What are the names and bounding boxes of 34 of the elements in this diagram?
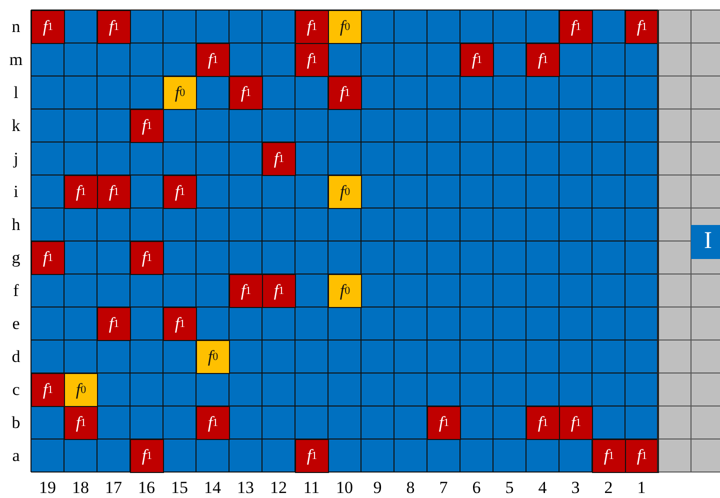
row-label: a xyxy=(11,446,21,466)
column-label: 12 xyxy=(269,478,288,498)
column-label: 6 xyxy=(471,478,482,498)
column-label: 11 xyxy=(302,478,321,498)
column-label: 3 xyxy=(570,478,581,498)
row-label: m xyxy=(8,50,24,70)
row-label: d xyxy=(10,347,22,367)
column-label: 5 xyxy=(504,478,515,498)
column-label: 8 xyxy=(405,478,416,498)
row-label: l xyxy=(12,83,20,103)
row-label: c xyxy=(11,380,21,400)
column-label: 18 xyxy=(71,478,90,498)
column-label: 4 xyxy=(537,478,548,498)
column-label: 16 xyxy=(137,478,156,498)
column-label: 2 xyxy=(603,478,614,498)
column-label: 13 xyxy=(236,478,255,498)
row-label: i xyxy=(12,182,20,202)
row-label: g xyxy=(10,248,22,268)
marker-tag: I xyxy=(691,224,720,258)
column-label: 9 xyxy=(372,478,383,498)
column-label: 10 xyxy=(335,478,354,498)
row-label: n xyxy=(10,17,22,37)
column-label: 17 xyxy=(104,478,123,498)
row-label: e xyxy=(11,314,21,334)
row-label: h xyxy=(10,215,22,235)
row-label: k xyxy=(10,116,22,136)
column-label: 14 xyxy=(203,478,222,498)
row-label: j xyxy=(12,149,20,169)
row-label: b xyxy=(10,413,22,433)
column-label: 19 xyxy=(38,478,57,498)
column-label: 15 xyxy=(170,478,189,498)
column-label: 1 xyxy=(636,478,647,498)
column-label: 7 xyxy=(438,478,449,498)
row-label: f xyxy=(12,281,20,301)
